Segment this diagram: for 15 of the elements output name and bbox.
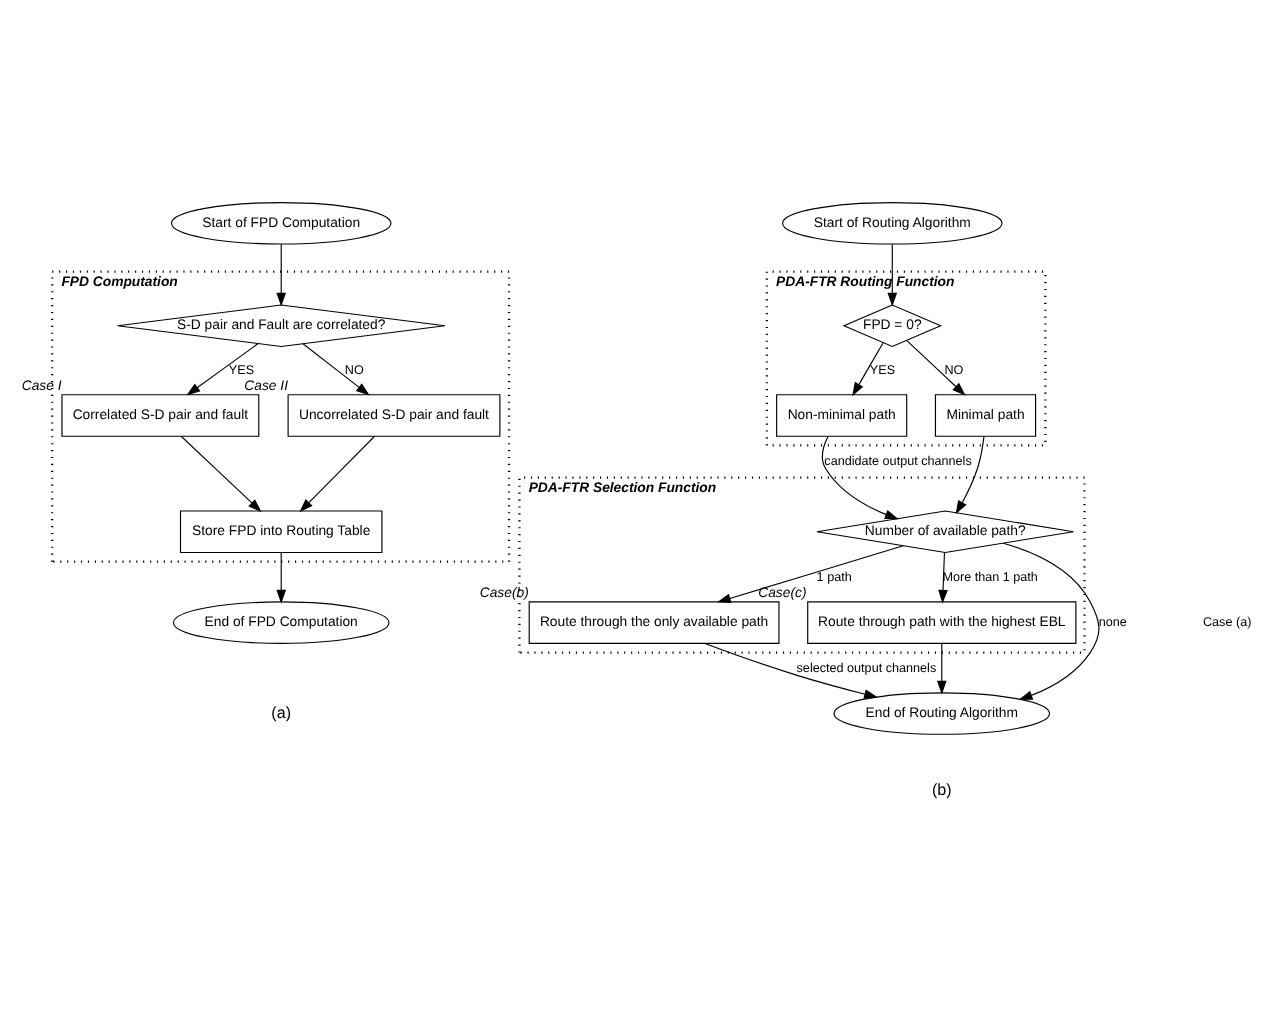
arrow bbox=[852, 342, 884, 397]
arrow bbox=[821, 435, 899, 520]
arrow bbox=[887, 243, 898, 307]
arrow bbox=[717, 545, 904, 603]
arrow bbox=[1002, 542, 1100, 700]
arrow bbox=[302, 343, 370, 396]
arrow bbox=[704, 642, 878, 699]
arrow bbox=[276, 552, 287, 604]
arrow bbox=[955, 436, 985, 515]
arrow bbox=[906, 340, 966, 396]
arrow bbox=[936, 642, 947, 695]
arrow bbox=[180, 435, 262, 513]
arrow bbox=[299, 435, 375, 513]
arrow bbox=[186, 343, 259, 396]
arrow bbox=[276, 243, 287, 307]
